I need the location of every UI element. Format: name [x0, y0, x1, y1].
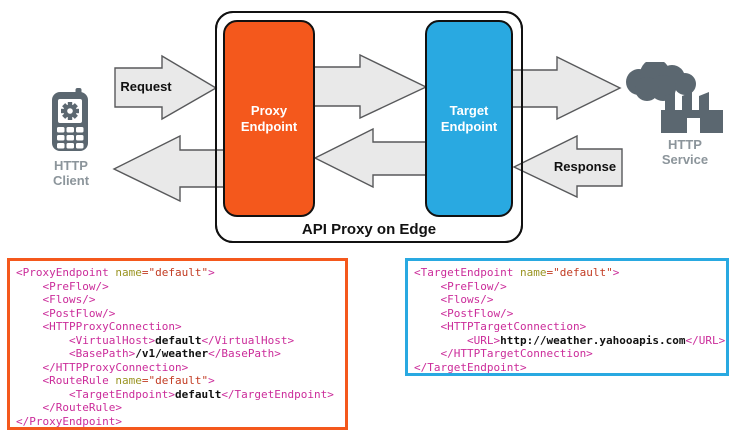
- http-service-label-line2: Service: [661, 152, 709, 167]
- mobile-phone-gear-icon: [52, 88, 88, 151]
- target-endpoint-xml-code: <TargetEndpoint name="default"> <PreFlow…: [414, 266, 726, 374]
- proxy-to-target-arrow: [312, 53, 428, 120]
- target-endpoint-label-line2: Endpoint: [440, 118, 498, 134]
- proxy-endpoint-xml-code: <ProxyEndpoint name="default"> <PreFlow/…: [16, 266, 334, 428]
- request-arrow: [114, 54, 218, 121]
- http-client-label-line2: Client: [52, 173, 90, 188]
- proxy-endpoint-box: Proxy Endpoint: [223, 20, 315, 217]
- proxy-endpoint-xml-block: <ProxyEndpoint name="default"> <PreFlow/…: [7, 258, 348, 430]
- target-endpoint-xml-block: <TargetEndpoint name="default"> <PreFlow…: [405, 258, 729, 376]
- target-to-service-arrow: [507, 55, 622, 121]
- response-arrow: [512, 134, 623, 199]
- cloud-factory-icon: [626, 62, 723, 133]
- response-label: Response: [553, 159, 617, 174]
- flow-arrows: [112, 53, 623, 203]
- request-label: Request: [120, 79, 172, 94]
- api-proxy-container-border: [215, 11, 523, 243]
- http-client-label: HTTP Client: [38, 158, 104, 188]
- proxy-endpoint-label-line2: Endpoint: [240, 118, 298, 134]
- proxy-endpoint-label-line1: Proxy: [250, 102, 288, 118]
- http-service-label-line1: HTTP: [668, 137, 702, 152]
- target-endpoint-label-line1: Target: [449, 102, 489, 118]
- api-proxy-title: API Proxy on Edge: [301, 221, 437, 238]
- target-endpoint-box: Target Endpoint: [425, 20, 513, 217]
- http-client-label-line1: HTTP: [54, 158, 88, 173]
- http-service-label: HTTP Service: [652, 137, 718, 167]
- response-to-client-arrow: [112, 134, 231, 203]
